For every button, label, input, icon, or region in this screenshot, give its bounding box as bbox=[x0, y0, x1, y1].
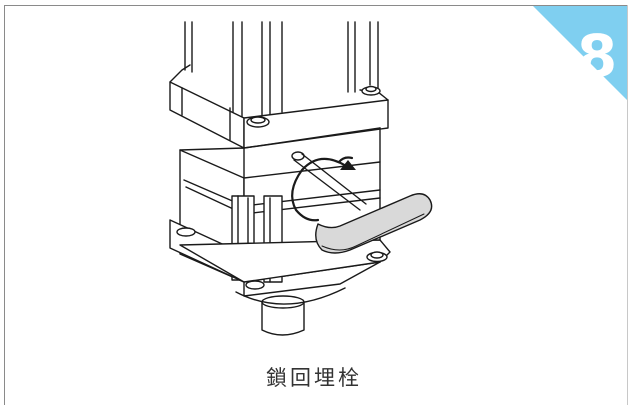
rotation-arrow bbox=[291, 156, 356, 222]
panel-border-left bbox=[4, 5, 5, 405]
upper-rail-left bbox=[184, 21, 283, 121]
upper-rail-right bbox=[347, 21, 379, 93]
output-shaft bbox=[261, 301, 305, 336]
step-caption: 鎖回埋栓 bbox=[266, 366, 362, 390]
t-handle bbox=[315, 193, 433, 254]
panel-border-top bbox=[4, 5, 628, 6]
